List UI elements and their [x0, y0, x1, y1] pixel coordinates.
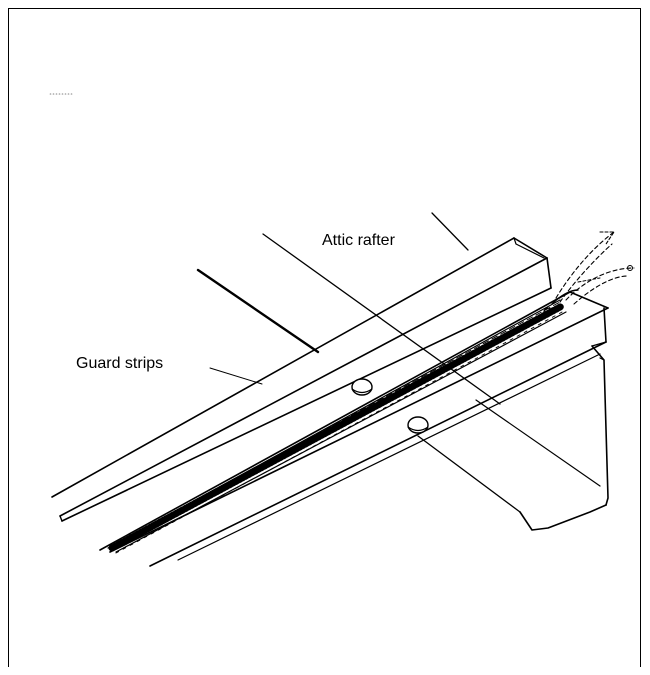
- guard-strips-label: Guard strips: [76, 355, 164, 372]
- heating-cable: [107, 289, 579, 554]
- guard-strips-leader: [209, 367, 263, 385]
- attic-rafter: [196, 212, 609, 531]
- guard-strip-lower: [99, 291, 609, 567]
- guard-strip-upper: [51, 237, 552, 522]
- fastener-heads: [351, 378, 429, 434]
- attic-rafter-label: Attic rafter: [322, 232, 395, 249]
- cable-leads: [555, 231, 635, 305]
- figure-frame: [8, 8, 641, 667]
